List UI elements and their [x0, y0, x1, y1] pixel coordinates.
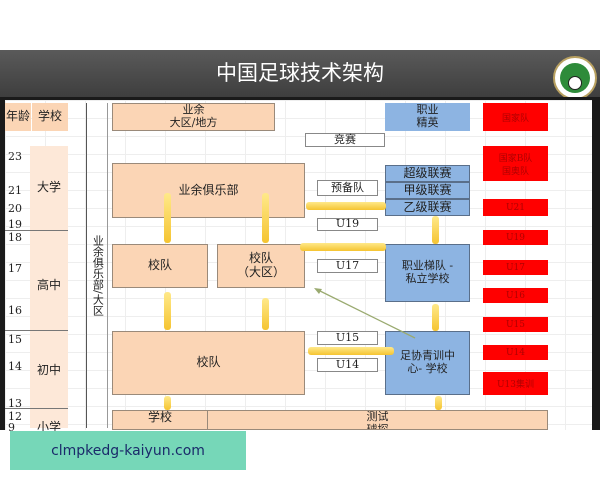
age-label: 23 [8, 150, 22, 163]
school-header: 学校 [32, 103, 68, 131]
u15-box: U15 [317, 331, 378, 345]
school-primary: 小学 [36, 420, 61, 435]
double-arrow-icon [308, 347, 394, 355]
school-university: 大学 [36, 180, 61, 195]
scout-box: 测试 球探 [207, 410, 548, 430]
up-arrow-icon [432, 304, 439, 331]
up-arrow-icon [164, 396, 171, 410]
age-label: 12 [8, 410, 22, 423]
amateur-header: 业余 大区/地方 [112, 103, 275, 131]
up-arrow-icon [435, 396, 442, 410]
youth-center-box: 足协青训中心- 学校 [385, 331, 470, 395]
regional-school-team-box: 校队 （大区） [217, 244, 305, 288]
up-arrow-icon [164, 193, 171, 243]
pro-header: 职业 精英 [385, 103, 470, 131]
row-divider [5, 408, 68, 409]
vertical-label: 业余俱乐部/大区 [91, 234, 105, 316]
school-column [30, 146, 68, 428]
age-label: 18 [8, 231, 22, 244]
super-league-box: 超级联赛 [385, 165, 470, 182]
watermark-banner: clmpkedg-kaiyun.com [10, 431, 246, 470]
age-label: 14 [8, 360, 22, 373]
u17-box: U17 [317, 259, 378, 273]
primary-school-box: 学校 [112, 410, 208, 430]
national-u-box: U17 [483, 260, 548, 275]
national-u-box: U21 [483, 199, 548, 216]
national-u-box: U13集训 [483, 372, 548, 395]
age-label: 17 [8, 262, 22, 275]
header-bar [0, 50, 600, 97]
national-u-box: U16 [483, 288, 548, 303]
national-header: 国家队 [483, 103, 548, 131]
league-a-box: 甲级联赛 [385, 182, 470, 199]
u19-box: U19 [317, 217, 378, 231]
age-label: 16 [8, 304, 22, 317]
school-middle: 初中 [36, 363, 61, 378]
age-label: 20 [8, 202, 22, 215]
row-divider [5, 230, 68, 231]
age-label: 9 [8, 421, 15, 434]
cfa-logo-icon [553, 56, 597, 100]
amateur-club-box: 业余俱乐部 [112, 163, 305, 218]
double-arrow-icon [300, 243, 386, 251]
age-label: 13 [8, 397, 22, 410]
league-b-box: 乙级联赛 [385, 199, 470, 216]
national-u-box: U19 [483, 230, 548, 245]
pro-academy-box: 职业梯队 - 私立学校 [385, 244, 470, 302]
national-b-team-box: 国家B队 国奥队 [483, 146, 548, 181]
up-arrow-icon [164, 292, 171, 330]
reserve-team-box: 预备队 [317, 180, 378, 196]
up-arrow-icon [262, 298, 269, 330]
up-arrow-icon [262, 193, 269, 243]
age-label: 21 [8, 184, 22, 197]
competition-header: 竞赛 [305, 133, 385, 147]
middle-school-team-box: 校队 [112, 331, 305, 395]
age-label: 19 [8, 218, 22, 231]
age-header: 年龄 [5, 103, 31, 131]
age-label: 15 [8, 333, 22, 346]
school-high: 高中 [36, 278, 61, 293]
national-u-box: U15 [483, 317, 548, 332]
double-arrow-icon [306, 202, 386, 210]
vertical-divider [86, 103, 108, 428]
up-arrow-icon [432, 216, 439, 244]
national-u-box: U14 [483, 345, 548, 360]
u14-box: U14 [317, 358, 378, 372]
page-title: 中国足球技术架构 [216, 61, 384, 85]
high-school-team-box: 校队 [112, 244, 208, 288]
row-divider [5, 330, 68, 331]
